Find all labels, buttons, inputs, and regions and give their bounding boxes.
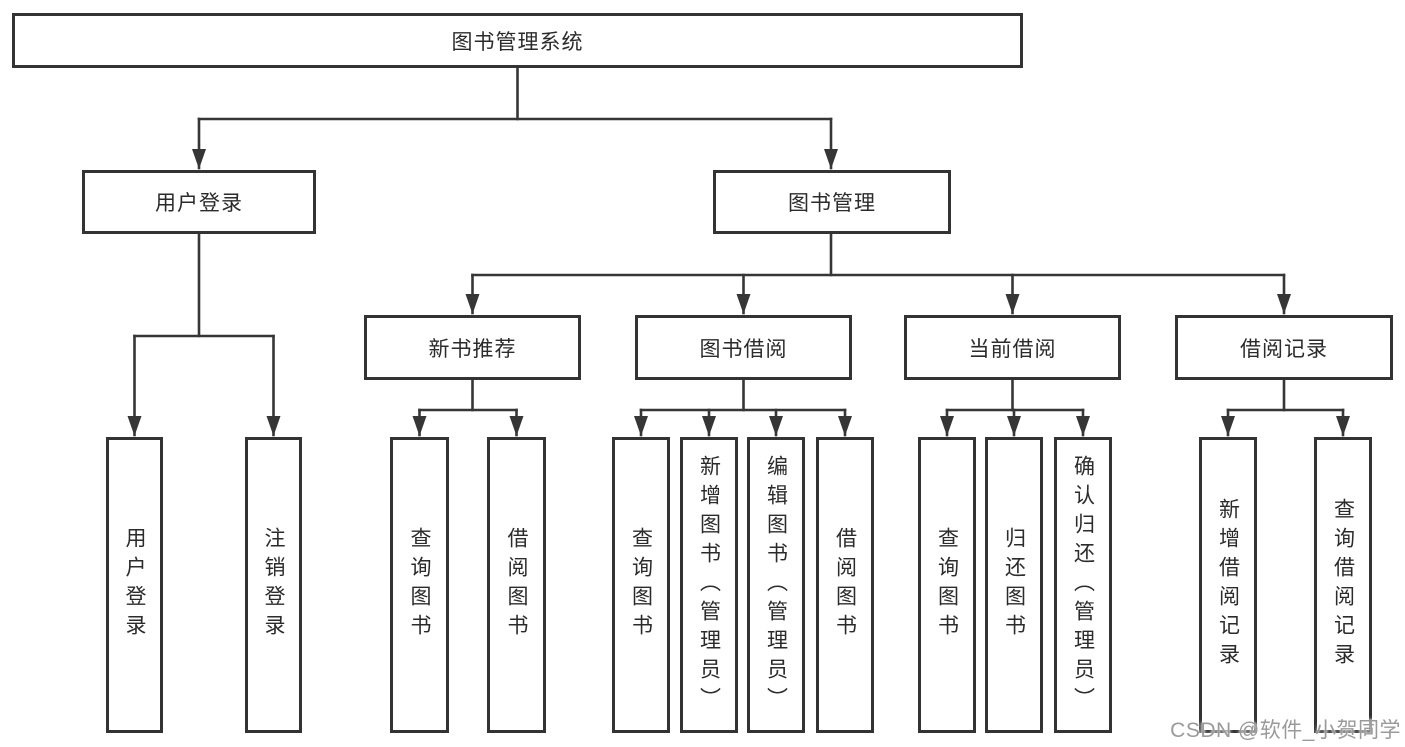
node-label: 新增图书（管理员） <box>697 454 721 716</box>
node-leaf-user-login: 用户登录 <box>106 437 163 733</box>
node-label: 用户登录 <box>123 527 146 643</box>
node-label: 图书管理 <box>788 192 876 215</box>
node-label: 编辑图书（管理员） <box>764 454 788 716</box>
node-leaf-query-books-2: 查询图书 <box>612 437 670 733</box>
node-root: 图书管理系统 <box>12 13 1023 68</box>
node-borrow-records: 借阅记录 <box>1175 315 1393 380</box>
node-user-login: 用户登录 <box>82 170 316 234</box>
node-label: 查询借阅记录 <box>1331 498 1355 672</box>
node-leaf-borrow-books-1: 借阅图书 <box>487 437 546 733</box>
node-label: 用户登录 <box>155 192 243 215</box>
node-leaf-confirm-return: 确认归还（管理员） <box>1054 437 1112 733</box>
node-label: 归还图书 <box>1002 527 1026 643</box>
node-label: 查询图书 <box>935 527 959 643</box>
node-label: 查询图书 <box>629 527 653 643</box>
node-book-borrow: 图书借阅 <box>635 315 852 380</box>
node-label: 确认归还（管理员） <box>1071 454 1095 716</box>
node-new-book-recommend: 新书推荐 <box>364 315 581 380</box>
node-leaf-add-borrow-record: 新增借阅记录 <box>1199 437 1257 733</box>
node-label: 新书推荐 <box>428 337 517 361</box>
node-current-borrow: 当前借阅 <box>904 315 1121 380</box>
node-leaf-logout: 注销登录 <box>245 437 302 733</box>
watermark: CSDN @软件_小贺同学 <box>1170 719 1401 742</box>
node-label: 借阅记录 <box>1240 337 1328 361</box>
node-leaf-add-books: 新增图书（管理员） <box>680 437 738 733</box>
node-leaf-query-books-1: 查询图书 <box>390 437 449 733</box>
node-leaf-query-books-3: 查询图书 <box>918 437 976 733</box>
node-label: 查询图书 <box>408 527 431 643</box>
node-leaf-query-borrow-record: 查询借阅记录 <box>1314 437 1372 733</box>
node-leaf-return-books: 归还图书 <box>985 437 1043 733</box>
node-label: 借阅图书 <box>505 527 528 643</box>
node-leaf-edit-books: 编辑图书（管理员） <box>747 437 805 733</box>
node-book-management: 图书管理 <box>713 170 951 234</box>
node-label: 图书借阅 <box>699 337 788 361</box>
node-label: 图书管理系统 <box>451 30 584 54</box>
node-label: 新增借阅记录 <box>1216 498 1240 672</box>
node-label: 借阅图书 <box>833 527 857 643</box>
node-leaf-borrow-books-2: 借阅图书 <box>816 437 874 733</box>
node-label: 当前借阅 <box>968 337 1057 361</box>
node-label: 注销登录 <box>262 527 285 643</box>
